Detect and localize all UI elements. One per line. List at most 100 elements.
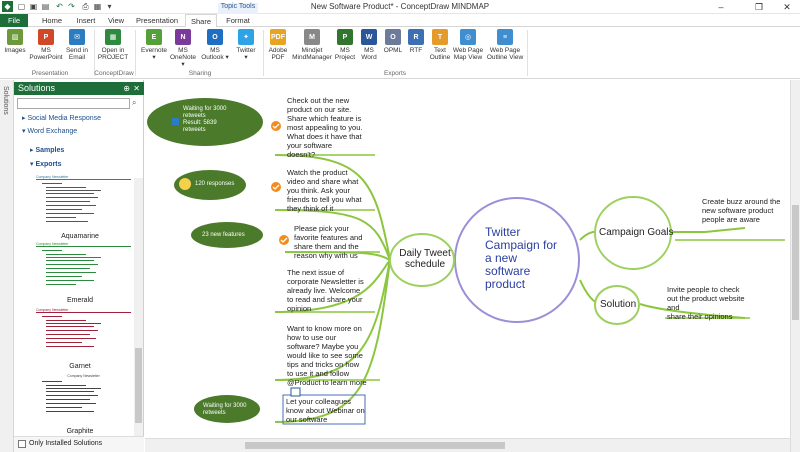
- search-icon[interactable]: ⌕: [132, 98, 137, 107]
- minimize-icon[interactable]: –: [718, 2, 724, 12]
- images-icon: ▨: [7, 29, 23, 45]
- goal-subtopic[interactable]: Create buzz around the new software prod…: [702, 197, 794, 224]
- panel-scrollbar-thumb[interactable]: [135, 348, 142, 423]
- selected-topic-frame[interactable]: [282, 394, 366, 425]
- close-icon[interactable]: ✕: [783, 1, 791, 12]
- print-preview-icon[interactable]: ▦: [93, 2, 102, 11]
- campaign-goals-topic[interactable]: Campaign Goals: [599, 227, 674, 238]
- callout-line: retweets: [183, 113, 206, 119]
- tweet-line: The next issue of: [287, 268, 345, 277]
- callout-cloud-4[interactable]: [194, 395, 260, 423]
- chevron-right-icon: ▸: [22, 115, 28, 122]
- rtf-button[interactable]: R RTF: [406, 29, 426, 54]
- mindjet-mindmanager-button[interactable]: M Mindjet MindManager: [292, 29, 332, 61]
- thumbnail-garnet[interactable]: Company Newsletter: [36, 308, 131, 362]
- restore-icon[interactable]: ❐: [754, 1, 764, 12]
- callout-cloud-2[interactable]: [174, 170, 246, 200]
- daily-tweet-shape[interactable]: [389, 233, 455, 287]
- text-outline-button[interactable]: T Text Outline: [428, 29, 452, 61]
- opml-icon: O: [385, 29, 401, 45]
- send-email-label-2: Email: [68, 54, 86, 61]
- tree-item-samples[interactable]: ▸ Samples: [30, 146, 64, 154]
- solution-subtopic[interactable]: Invite people to check out the product w…: [667, 285, 767, 321]
- opml-button[interactable]: O OPML: [382, 29, 404, 54]
- callout-cloud-3[interactable]: [191, 222, 263, 248]
- tree-item-exports[interactable]: ▾ Exports: [30, 160, 62, 168]
- tweet-line: would like to see some: [287, 351, 363, 360]
- adobe-pdf-button[interactable]: PDF Adobe PDF: [266, 29, 290, 61]
- ms-powerpoint-button[interactable]: P MS PowerPoint: [29, 29, 63, 61]
- evernote-button[interactable]: E Evernote ▾: [140, 29, 168, 61]
- tab-file[interactable]: File: [0, 14, 28, 27]
- tree-item-word-exchange[interactable]: ▾ Word Exchange: [22, 127, 77, 135]
- horizontal-scrollbar-thumb[interactable]: [245, 442, 505, 449]
- ms-project-button[interactable]: P MS Project: [333, 29, 357, 61]
- save-icon[interactable]: ▤: [41, 2, 50, 11]
- tree-item-social-label: Social Media Response: [27, 115, 102, 122]
- callout-line: retweets: [183, 127, 206, 133]
- images-button[interactable]: ▨ Images: [4, 29, 26, 54]
- thumbnail-graphite[interactable]: Company Newsletter: [36, 374, 131, 426]
- tweet-line: Watch the product: [287, 168, 348, 177]
- solution-shape[interactable]: [594, 285, 640, 325]
- central-topic[interactable]: Twitter Campaign for a new software prod…: [485, 226, 565, 291]
- tab-share[interactable]: Share: [185, 14, 217, 28]
- tweet-line: @Product to learn more: [287, 378, 367, 387]
- close-icon[interactable]: ✕: [133, 84, 140, 93]
- panel-scrollbar[interactable]: [134, 178, 143, 440]
- tab-insert[interactable]: Insert: [76, 16, 96, 25]
- campaign-goals-shape[interactable]: [594, 196, 672, 270]
- only-installed-checkbox[interactable]: [18, 440, 26, 448]
- ms-outlook-button[interactable]: O MS Outlook ▾: [200, 29, 230, 61]
- adobe-pdf-label-2: PDF: [271, 54, 285, 61]
- redo-icon[interactable]: ↷: [68, 2, 75, 11]
- canvas-vertical-scrollbar[interactable]: [790, 80, 800, 452]
- tree-item-social-media[interactable]: ▸ Social Media Response: [22, 114, 101, 122]
- send-email-button[interactable]: ✉ Send in Email: [64, 29, 90, 61]
- thumbnail-aquamarine[interactable]: Company Newsletter: [36, 175, 131, 231]
- solutions-sidebar-strip[interactable]: Solutions: [0, 80, 14, 452]
- qat-dropdown-icon[interactable]: ▾: [107, 2, 112, 11]
- callout-cloud-1[interactable]: [147, 98, 263, 146]
- solutions-search-input[interactable]: [17, 98, 130, 109]
- web-page-map-view-button[interactable]: ◎ Web Page Map View: [452, 29, 484, 61]
- tab-format[interactable]: Format: [226, 16, 250, 25]
- print-icon[interactable]: ⎙: [82, 1, 89, 11]
- open-in-project-button[interactable]: ▦ Open in PROJECT: [98, 29, 128, 61]
- ms-word-label-1: MS: [364, 47, 374, 54]
- tweet-line: opinion: [287, 304, 312, 313]
- callout-text-3: 23 new features: [202, 232, 257, 239]
- twitter-button[interactable]: ✦ Twitter ▾: [232, 29, 260, 61]
- vertical-scrollbar-thumb[interactable]: [792, 205, 799, 320]
- thumbnail-emerald[interactable]: Company Newsletter: [36, 242, 131, 298]
- tab-presentation[interactable]: Presentation: [135, 16, 179, 25]
- web-map-icon: ◎: [460, 29, 476, 45]
- tab-home[interactable]: Home: [41, 16, 62, 25]
- tweet-line: to read and share your: [287, 295, 363, 304]
- canvas-horizontal-scrollbar[interactable]: [145, 438, 790, 452]
- central-line: Twitter: [485, 225, 521, 239]
- tweet-line: What does it have that: [287, 132, 362, 141]
- solution-topic[interactable]: Solution: [600, 299, 637, 310]
- group-divider: [527, 30, 528, 76]
- powerpoint-icon: P: [38, 29, 54, 45]
- mindmap-canvas[interactable]: Twitter Campaign for a new software prod…: [145, 80, 800, 438]
- tab-view[interactable]: View: [107, 16, 125, 25]
- pin-icon[interactable]: ⊕: [123, 84, 130, 93]
- ms-onenote-button[interactable]: N MS OneNote ▾: [168, 29, 198, 68]
- open-folder-icon[interactable]: ▣: [29, 2, 38, 11]
- undo-icon[interactable]: ↶: [56, 2, 63, 11]
- goal-line: Create buzz around the: [702, 197, 781, 206]
- ms-word-button[interactable]: W MS Word: [358, 29, 380, 61]
- daily-tweet-topic[interactable]: Daily Tweet schedule: [395, 248, 455, 270]
- new-file-icon[interactable]: ▢: [17, 2, 26, 11]
- web-page-outline-view-button[interactable]: ≡ Web Page Outline View: [486, 29, 524, 61]
